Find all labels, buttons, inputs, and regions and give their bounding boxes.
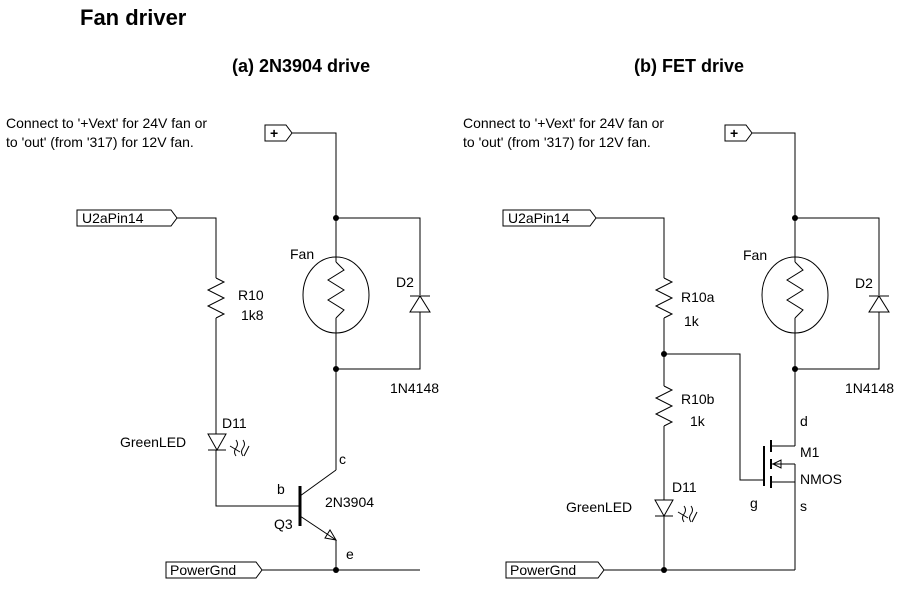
- panel-b-r10b-label: R10b: [681, 391, 715, 407]
- panel-b-led-d11: [654, 499, 698, 523]
- panel-a-led-label: D11: [222, 415, 247, 431]
- panel-a-transistor-q3: [298, 469, 337, 541]
- panel-b-note-line2: to 'out' (from '317) for 12V fan.: [463, 134, 651, 150]
- panel-b-fet-part: NMOS: [800, 471, 842, 487]
- panel-b-plus-label: +: [730, 125, 738, 141]
- panel-b-d2-part: 1N4148: [845, 380, 894, 396]
- panel-a-r10-label: R10: [238, 287, 264, 303]
- panel-a-input-port: U2aPin14: [76, 209, 178, 227]
- panel-b-gnd-port: PowerGnd: [505, 561, 605, 579]
- panel-a-pin-b: b: [277, 481, 285, 497]
- panel-a-fan-label: Fan: [290, 246, 314, 262]
- panel-b-resistor-r10b: [654, 385, 674, 427]
- panel-b-r10a-label: R10a: [681, 289, 715, 305]
- panel-a-pin-c: c: [339, 451, 346, 467]
- panel-a-gnd-label: PowerGnd: [170, 562, 236, 578]
- panel-a-gnd-port: PowerGnd: [165, 561, 263, 579]
- panel-b-pin-g: g: [750, 495, 758, 511]
- panel-b-fet-m1: [763, 440, 796, 488]
- panel-a-input-label: U2aPin14: [82, 210, 144, 226]
- panel-b-note-line1: Connect to '+Vext' for 24V fan or: [463, 115, 664, 131]
- panel-b-plus-port: +: [724, 124, 753, 142]
- panel-a-circuit: Connect to '+Vext' for 24V fan or to 'ou…: [6, 115, 439, 579]
- panel-b-pin-d: d: [800, 413, 808, 429]
- panel-b-led-part: GreenLED: [566, 499, 632, 515]
- panel-b-led-label: D11: [672, 479, 697, 495]
- panel-a-supply-wire: [292, 132, 337, 218]
- panel-b-heading: (b) FET drive: [634, 56, 744, 76]
- panel-b-r10a-value: 1k: [684, 313, 700, 329]
- panel-a-led-part: GreenLED: [120, 434, 186, 450]
- panel-a-d2-label: D2: [396, 274, 414, 290]
- panel-a-resistor-r10: [206, 277, 226, 319]
- panel-a-pin-e: e: [346, 546, 354, 562]
- panel-a-note-line2: to 'out' (from '317) for 12V fan.: [6, 134, 194, 150]
- panel-a-d2-part: 1N4148: [390, 380, 439, 396]
- panel-a-q3-label: Q3: [274, 516, 293, 532]
- panel-b-fet-label: M1: [800, 444, 820, 460]
- panel-a-r10-value: 1k8: [241, 307, 264, 323]
- panel-b-gnd-label: PowerGnd: [510, 562, 576, 578]
- panel-a-plus-port: +: [264, 124, 293, 142]
- panel-a-plus-label: +: [270, 125, 278, 141]
- panel-b-diode-d2: [868, 295, 890, 313]
- panel-b-input-label: U2aPin14: [508, 210, 570, 226]
- panel-a-heading: (a) 2N3904 drive: [232, 56, 370, 76]
- panel-b-circuit: Connect to '+Vext' for 24V fan or to 'ou…: [463, 115, 894, 579]
- panel-b-d2-label: D2: [855, 275, 873, 291]
- panel-a-q3-part: 2N3904: [325, 494, 374, 510]
- page-title: Fan driver: [80, 5, 187, 30]
- panel-b-resistor-r10a: [654, 277, 674, 319]
- panel-a-diode-d2: [409, 295, 431, 313]
- panel-b-input-port: U2aPin14: [502, 209, 597, 227]
- panel-b-r10b-value: 1k: [690, 413, 706, 429]
- panel-a-led-d11: [207, 433, 250, 457]
- panel-a-note-line1: Connect to '+Vext' for 24V fan or: [6, 115, 207, 131]
- panel-b-fan-label: Fan: [743, 247, 767, 263]
- panel-b-pin-s: s: [800, 498, 807, 514]
